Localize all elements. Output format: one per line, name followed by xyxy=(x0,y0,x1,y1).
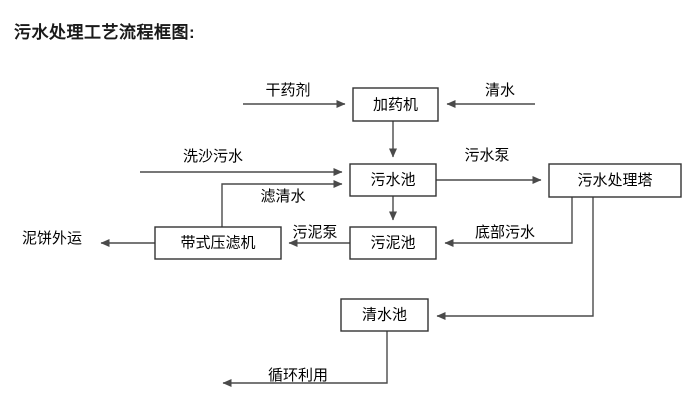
edge-sandwash-sewage-to-pool: 洗沙污水 xyxy=(140,148,343,176)
edge-label-recycle: 循环利用 xyxy=(268,367,328,384)
edge-label-dry-chemical: 干药剂 xyxy=(265,82,310,99)
page-title: 污水处理工艺流程框图: xyxy=(14,23,196,42)
node-treatment-tower[interactable]: 污水处理塔 xyxy=(548,163,682,198)
edge-press-to-mud-cake-export: 泥饼外运 xyxy=(22,230,155,247)
node-label-belt-filter-press: 带式压滤机 xyxy=(180,234,255,251)
node-label-clear-water-pool: 清水池 xyxy=(362,306,407,323)
edge-label-clean-water: 清水 xyxy=(485,82,515,99)
edge-label-bottom-sewage: 底部污水 xyxy=(475,224,535,241)
edge-sludge-pump-to-press: 污泥泵 xyxy=(288,224,350,247)
edge-clear-water-to-recycle: 循环利用 xyxy=(222,331,388,387)
node-label-dosing-machine: 加药机 xyxy=(373,96,418,113)
node-dosing-machine[interactable]: 加药机 xyxy=(352,87,439,122)
edge-label-sludge-pump: 污泥泵 xyxy=(292,224,337,241)
edge-sewage-pump-to-tower: 污水泵 xyxy=(436,147,542,184)
node-label-sludge-pool: 污泥池 xyxy=(370,234,415,251)
edge-filtrate-to-sewage-pool: 滤清水 xyxy=(221,180,343,227)
node-sludge-pool[interactable]: 污泥池 xyxy=(349,226,437,260)
edge-dry-chemical-to-dosing: 干药剂 xyxy=(243,82,346,108)
node-clear-water-pool[interactable]: 清水池 xyxy=(340,298,429,332)
node-sewage-pool[interactable]: 污水池 xyxy=(349,163,437,197)
edge-label-mud-cake-export: 泥饼外运 xyxy=(22,230,82,247)
node-belt-filter-press[interactable]: 带式压滤机 xyxy=(154,226,282,260)
edge-label-sewage-pump: 污水泵 xyxy=(464,147,509,164)
node-label-treatment-tower: 污水处理塔 xyxy=(577,172,652,189)
node-label-sewage-pool: 污水池 xyxy=(370,171,415,188)
edge-clean-water-to-dosing: 清水 xyxy=(446,82,535,108)
edge-label-sandwash-sewage: 洗沙污水 xyxy=(183,148,243,165)
edge-tower-to-clear-water-pool xyxy=(436,197,594,320)
edge-label-filtrate: 滤清水 xyxy=(260,188,305,205)
edge-bottom-sewage-to-sludge-pool: 底部污水 xyxy=(444,197,573,247)
